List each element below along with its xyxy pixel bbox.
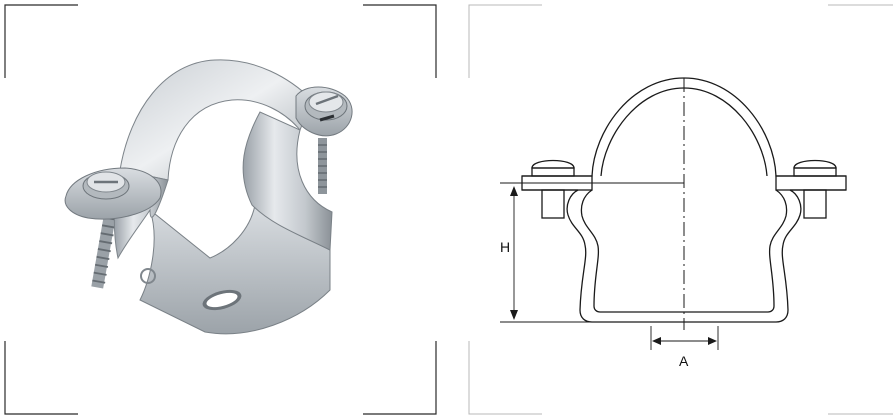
drawing-corner-marks xyxy=(468,4,893,415)
rear-screw xyxy=(318,138,327,194)
photo-corner-marks xyxy=(4,4,437,415)
pipe-clamp-photo xyxy=(64,59,353,335)
photo-frame xyxy=(4,4,437,415)
front-screw xyxy=(91,209,117,289)
drawing-frame: H A xyxy=(468,4,893,415)
product-photo-panel xyxy=(0,0,440,419)
height-dimension-label: H xyxy=(500,239,510,255)
technical-drawing-panel: H A xyxy=(462,0,893,419)
width-dimension-label: A xyxy=(679,353,689,369)
pipe-clamp-technical-drawing xyxy=(500,77,847,350)
